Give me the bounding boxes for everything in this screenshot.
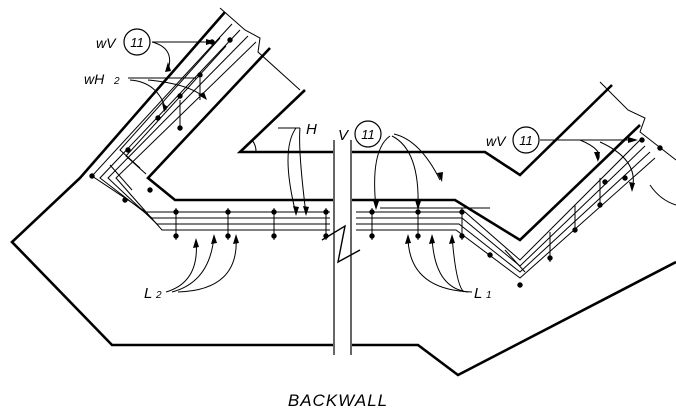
rebar-ties-right — [369, 137, 663, 288]
label-v: V — [338, 127, 350, 144]
concrete-outline — [10, 11, 676, 377]
drawing-caption: BACKWALL — [288, 391, 388, 410]
angle-mark — [251, 139, 257, 153]
label-l2-sub: 2 — [155, 290, 162, 301]
rebar-ties-left — [89, 37, 329, 240]
label-wv-top: wV — [96, 35, 117, 51]
label-wh2-sub: 2 — [113, 76, 120, 87]
label-l2: L — [144, 285, 152, 302]
bar-mark-v: 11 — [361, 127, 375, 142]
bar-mark-top: 11 — [130, 35, 144, 50]
break-line-top-left — [219, 7, 301, 91]
break-line-top-right — [599, 81, 676, 161]
label-wv-right: wV — [486, 133, 507, 149]
center-break — [321, 140, 361, 355]
label-l1: L — [474, 285, 482, 302]
label-h: H — [306, 121, 317, 138]
label-wh2: wH — [84, 71, 105, 87]
bar-mark-circle-v — [354, 120, 382, 148]
leaders — [128, 41, 676, 293]
label-l1-sub: 1 — [486, 290, 492, 301]
bar-mark-circle-top — [123, 28, 151, 56]
arrowheads — [162, 39, 638, 248]
rebar-right — [356, 139, 656, 279]
bar-mark-right: 11 — [519, 133, 533, 148]
bar-mark-circle-right — [512, 126, 540, 154]
